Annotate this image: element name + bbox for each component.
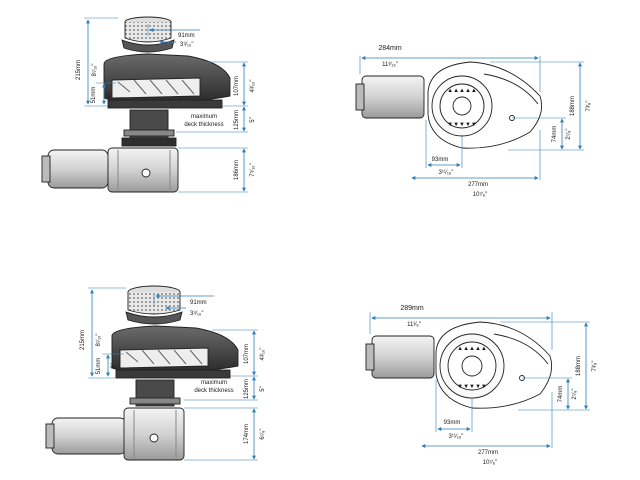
height-in-label: 7³⁄₈" [592, 361, 598, 372]
offset-in-label: 2⁷⁄₈" [571, 388, 578, 399]
motor-in-label: 6⁷⁄₈" [259, 428, 266, 439]
width-in-label: 11³⁄₁₆" [382, 62, 398, 68]
shaft-icon [121, 109, 177, 147]
offset-mm-label: 74mm [558, 386, 564, 403]
center-in-label: 3¹¹⁄₁₆" [439, 170, 454, 176]
svg-text:▼▼▼▼▼: ▼▼▼▼▼ [447, 122, 477, 128]
deck-mm-label: 125mm [244, 379, 250, 399]
motor-mm-label: 174mm [244, 424, 250, 444]
height-in-label: 8⁷⁄₁₆" [91, 63, 98, 76]
plan-view-bottom: ▲▲▲▲▲ ▼▼▼▼▼ 289mm 11³⁄₈" 188mm 7³⁄₈" 74m… [365, 305, 598, 466]
motor-in-label: 7⁵⁄₁₆" [249, 163, 256, 176]
gypsy-mm-label: 107mm [244, 344, 250, 364]
offset-in-label: 2⁷⁄₈" [565, 128, 572, 139]
motor-mm-label: 186mm [234, 160, 240, 180]
length-mm-label: 277mm [478, 450, 498, 456]
length-in-label: 10⁷⁄₈" [473, 191, 487, 198]
height-mm-label: 215mm [76, 60, 82, 80]
svg-text:▲▲▲▲▲: ▲▲▲▲▲ [457, 346, 487, 352]
gypsy-in-label: 4³⁄₁₆" [260, 348, 266, 361]
base-mm-label: 51mm [91, 87, 97, 104]
height-mm-label: 188mm [570, 96, 576, 116]
deck-in-label: 5" [250, 117, 256, 122]
gypsy-in-label: 4³⁄₁₆" [250, 80, 256, 93]
base-mm-label: 51mm [96, 358, 102, 375]
base-in-label: 2" [111, 363, 117, 368]
height-mm-label: 188mm [576, 356, 582, 376]
center-mm-label: 93mm [432, 157, 449, 163]
gypsy-icon [103, 53, 231, 109]
height-in-label: 7³⁄₈" [586, 101, 592, 112]
width-mm-label: 289mm [400, 305, 424, 312]
shaft-icon [129, 379, 181, 407]
base-in-label: 2" [106, 92, 112, 97]
width-mm-label: 284mm [378, 45, 402, 52]
gearbox-icon [123, 407, 185, 461]
deck-caption-line1: maximum [191, 114, 217, 120]
side-view-bottom: 215mm 8⁷⁄₁₆" 51mm 2" 91mm 3⁹⁄₁₆" 107mm 4… [45, 285, 266, 461]
plan-view-top: ▲▲▲▲▲ ▼▼▼▼▼ 284mm 11³⁄₁₆" 188mm 7³⁄₈" 74… [355, 45, 592, 198]
center-in-label: 3¹¹⁄₁₆" [449, 434, 464, 440]
motor-icon [355, 75, 425, 119]
winch-drum-icon: ▲▲▲▲▲ ▼▼▼▼▼ [427, 61, 543, 149]
length-in-label: 10⁷⁄₈" [483, 459, 497, 466]
center-mm-label: 93mm [444, 420, 461, 426]
motor-icon [365, 335, 435, 379]
offset-mm-label: 74mm [552, 126, 558, 143]
side-view-top: 215mm 8⁷⁄₁₆" 51mm 2" 91mm 3⁹⁄₁₆" 107mm 4… [41, 16, 256, 193]
deck-caption-line1: maximum [201, 380, 227, 386]
winch-drum-icon: ▲▲▲▲▲ ▼▼▼▼▼ [435, 321, 553, 409]
length-mm-label: 277mm [468, 182, 488, 188]
width-in-label: 3⁹⁄₁₆" [190, 310, 203, 317]
motor-icon [45, 417, 127, 455]
deck-caption-line2: deck thickness [184, 122, 223, 128]
deck-in-label: 5" [260, 386, 266, 391]
gypsy-mm-label: 107mm [234, 76, 240, 96]
svg-text:▼▼▼▼▼: ▼▼▼▼▼ [457, 384, 487, 390]
svg-text:▲▲▲▲▲: ▲▲▲▲▲ [447, 88, 477, 94]
width-mm-label: 91mm [178, 33, 195, 39]
width-in-label: 3⁹⁄₁₆" [180, 41, 193, 48]
width-mm-label: 91mm [190, 300, 207, 306]
gypsy-icon [111, 325, 239, 379]
height-in-label: 8⁷⁄₁₆" [95, 333, 102, 346]
deck-caption-line2: deck thickness [194, 388, 233, 394]
width-in-label: 11³⁄₈" [407, 322, 421, 328]
motor-icon [41, 149, 109, 189]
deck-mm-label: 125mm [234, 110, 240, 130]
gearbox-icon [107, 147, 179, 193]
height-mm-label: 215mm [80, 330, 86, 350]
